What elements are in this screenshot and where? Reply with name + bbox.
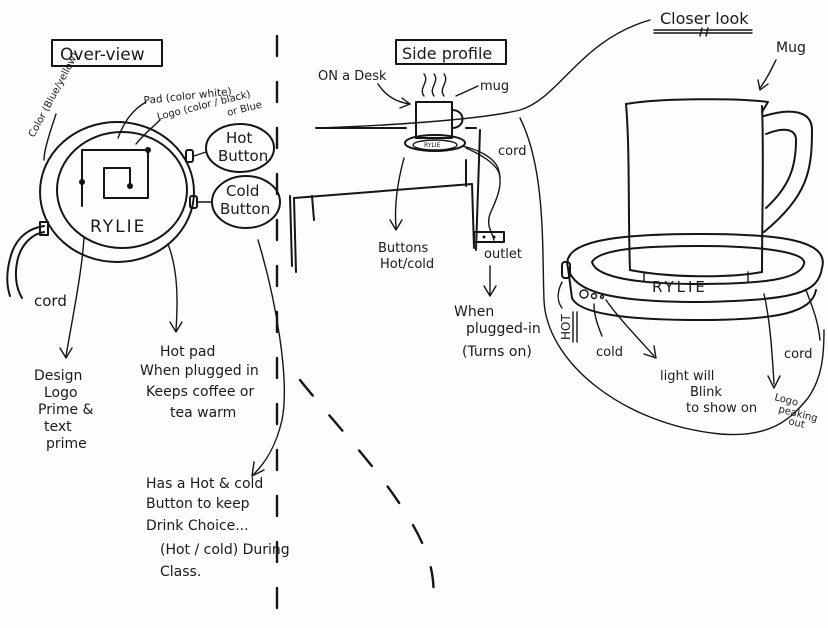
- closer-cold-button: [590, 292, 598, 300]
- desk-front-edge: [293, 183, 473, 199]
- hot-button-label-2: Button: [218, 147, 268, 165]
- svg-text:(Hot / cold) During: (Hot / cold) During: [160, 542, 290, 558]
- svg-text:Drink Choice...: Drink Choice...: [146, 518, 249, 534]
- outlet-label: outlet: [484, 247, 522, 262]
- overview-cord-label: cord: [34, 292, 67, 310]
- svg-text:prime: prime: [46, 436, 87, 452]
- closer-side-knob: [561, 261, 571, 279]
- side-cord: [461, 145, 501, 241]
- side-buttons-label-1: Buttons: [378, 241, 429, 256]
- svg-text:Logo: Logo: [44, 385, 78, 401]
- svg-text:When plugged in: When plugged in: [140, 363, 259, 379]
- closer-light-indicator: [599, 294, 605, 300]
- hot-button-bubble: [205, 123, 275, 173]
- color-label: Color (Blue/yellow): [27, 51, 81, 140]
- svg-text:tea warm: tea warm: [170, 405, 236, 421]
- side-cord-label: cord: [498, 144, 526, 159]
- closer-hot-button: [579, 289, 589, 299]
- plugged-note-3: (Turns on): [462, 344, 532, 360]
- svg-text:text: text: [44, 419, 72, 435]
- design-note: Design Logo Prime & text prime: [34, 368, 94, 452]
- closer-mug-label: Mug: [776, 40, 806, 56]
- side-brand: RYLIE: [424, 142, 441, 149]
- logo-spiral-icon: [81, 149, 149, 207]
- side-profile-section: Side profile ON a Desk mug RYLIE cord: [289, 39, 541, 360]
- warmer-pad: [56, 131, 188, 249]
- side-mug-label: mug: [480, 79, 509, 94]
- overview-title: Over-view: [60, 45, 145, 65]
- svg-text:Has a Hot & cold: Has a Hot & cold: [146, 476, 263, 492]
- plugged-note-1: When: [454, 304, 494, 320]
- warmer-outer-ring: [39, 121, 195, 263]
- svg-text:out: out: [787, 416, 806, 431]
- section-divider-right: [298, 378, 436, 614]
- closer-warmer-pad: [591, 245, 806, 285]
- hot-button-knob: [185, 149, 194, 163]
- closer-mug-body: [625, 103, 631, 271]
- outlet-icon: [473, 231, 505, 243]
- svg-text:Design: Design: [34, 368, 82, 384]
- overview-cord: [6, 225, 45, 297]
- svg-text:Button to keep: Button to keep: [146, 496, 250, 512]
- closer-hot-label: HOT: [559, 314, 573, 340]
- closer-look-section: Closer look Mug RYLIE HOT: [315, 9, 825, 436]
- svg-text:Blink: Blink: [690, 385, 722, 400]
- side-profile-title: Side profile: [402, 44, 492, 63]
- closer-mug-handle: [763, 110, 813, 233]
- closer-cold-label: cold: [596, 345, 623, 360]
- overview-brand: RYLIE: [90, 217, 146, 237]
- svg-text:Class.: Class.: [160, 564, 201, 580]
- svg-text:to show on: to show on: [686, 401, 757, 416]
- svg-text:Hot pad: Hot pad: [160, 344, 215, 360]
- hot-pad-note: Hot pad When plugged in Keeps coffee or …: [140, 344, 259, 421]
- closer-look-title: Closer look: [660, 9, 749, 28]
- plugged-note-2: plugged-in: [466, 321, 541, 337]
- closer-cord: [805, 289, 821, 341]
- side-warmer: [404, 134, 466, 152]
- buttons-note: Has a Hot & cold Button to keep Drink Ch…: [146, 476, 290, 580]
- cold-button-knob: [189, 195, 198, 209]
- cold-button-label-1: Cold: [226, 182, 259, 200]
- overview-title-box: [51, 39, 163, 67]
- closer-warmer-base: [566, 233, 824, 303]
- side-buttons-label-2: Hot/cold: [380, 257, 434, 272]
- svg-text:Prime &: Prime &: [38, 402, 94, 418]
- closer-brand: RYLIE: [652, 278, 708, 296]
- side-profile-title-box: [395, 39, 507, 65]
- light-note: light will Blink to show on: [660, 369, 757, 416]
- closer-cord-label: cord: [784, 347, 812, 362]
- overview-section: Over-view RYLIE Color (Blue/yellow) Pad …: [6, 39, 290, 580]
- svg-text:Keeps coffee or: Keeps coffee or: [146, 384, 254, 400]
- on-desk-label: ON a Desk: [318, 69, 387, 84]
- svg-text:light will: light will: [660, 369, 714, 384]
- cold-button-label-2: Button: [220, 200, 270, 218]
- hot-button-label-1: Hot: [226, 129, 252, 147]
